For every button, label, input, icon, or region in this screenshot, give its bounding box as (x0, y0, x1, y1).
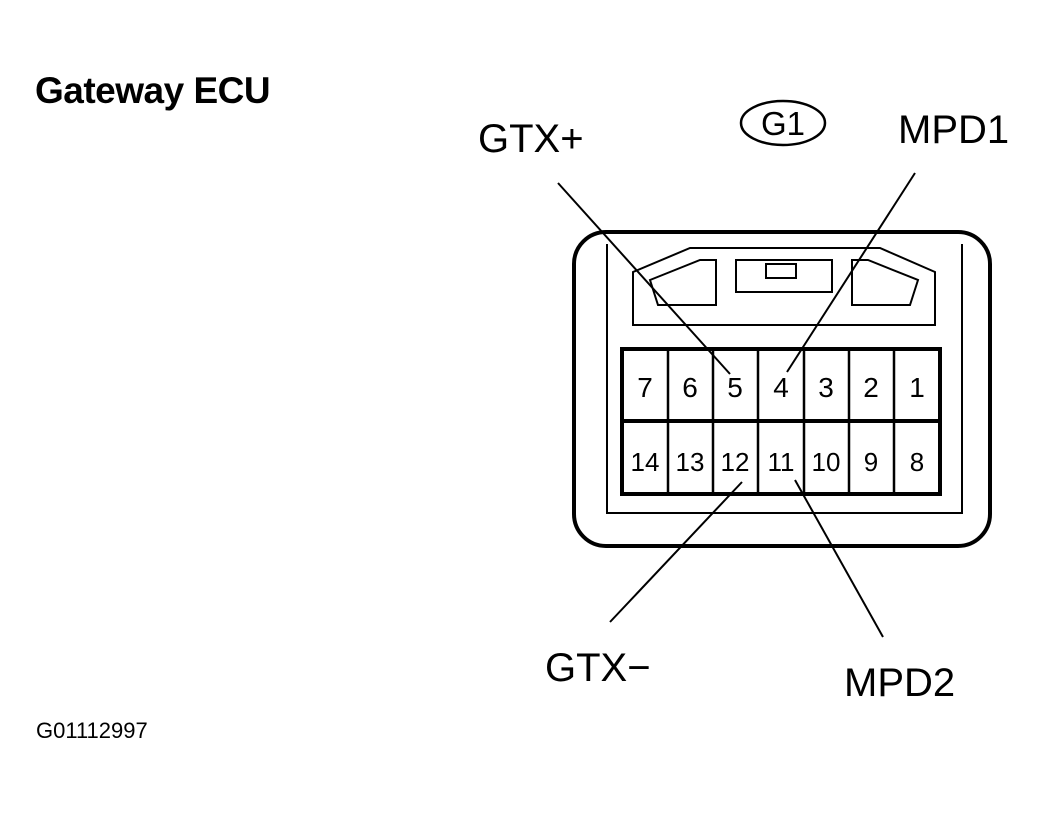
connector-left-key (648, 259, 717, 306)
pin-14: 14 (631, 447, 660, 477)
connector-center-slot (735, 259, 833, 293)
pin-5: 5 (727, 372, 743, 403)
figure-id: G01112997 (36, 718, 148, 743)
pin-3: 3 (818, 372, 834, 403)
connector-housing (572, 230, 992, 548)
connector-inner-outline (606, 244, 963, 514)
pin-1: 1 (909, 372, 925, 403)
pin-6: 6 (682, 372, 698, 403)
pin-4: 4 (773, 372, 789, 403)
leader-line-mpd2 (794, 479, 884, 638)
callout-mpd1: MPD1 (898, 108, 1009, 152)
connector-center-latch (765, 263, 797, 279)
diagram-title: Gateway ECU (35, 70, 271, 111)
connector-id-oval (739, 99, 827, 147)
callout-gtx-plus: GTX+ (478, 117, 584, 161)
connector-id-label: G1 (761, 105, 805, 142)
pin-7: 7 (637, 372, 653, 403)
pin-12: 12 (721, 447, 750, 477)
pin-9: 9 (864, 447, 878, 477)
connector-lock-tab (632, 247, 936, 326)
pin-13: 13 (676, 447, 705, 477)
connector-right-key (851, 259, 920, 306)
pin-2: 2 (863, 372, 879, 403)
pin-8: 8 (910, 447, 924, 477)
leader-line-gtx-plus (557, 182, 731, 375)
callout-gtx-minus: GTX− (545, 646, 651, 690)
pin-grid (620, 347, 942, 496)
callout-mpd2: MPD2 (844, 661, 955, 705)
pin-10: 10 (812, 447, 841, 477)
pin-11: 11 (768, 447, 795, 477)
leader-line-gtx-minus (609, 481, 743, 623)
leader-line-mpd1 (786, 172, 916, 373)
